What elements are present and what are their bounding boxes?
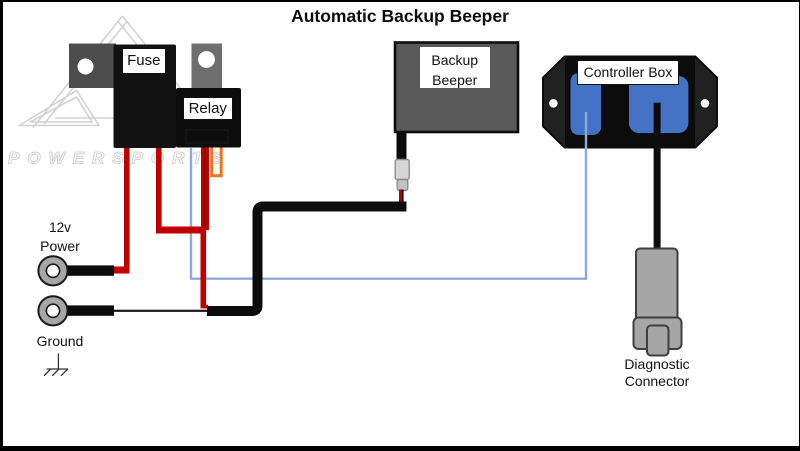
svg-text:POWERSPORTS: POWERSPORTS xyxy=(8,149,230,168)
